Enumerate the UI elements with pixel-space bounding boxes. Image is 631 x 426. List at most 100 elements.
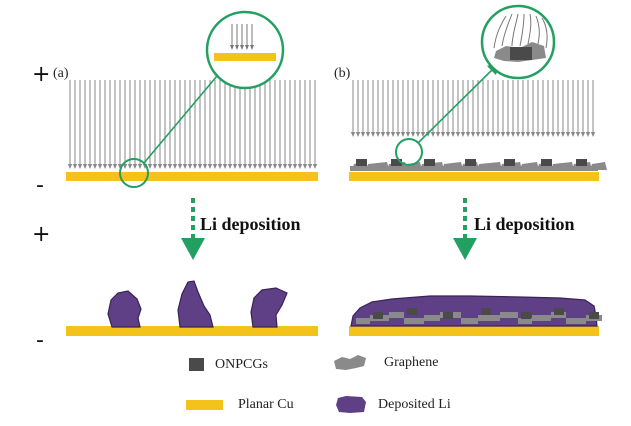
field-line-head — [545, 132, 551, 137]
field-line-head — [430, 132, 436, 137]
field-line-head — [132, 164, 138, 169]
panel-b-zoom-circle — [480, 4, 556, 80]
field-line-head — [515, 132, 521, 137]
field-line-head — [565, 132, 571, 137]
panel-a-zoom-field-lines — [230, 24, 254, 50]
field-line-head — [292, 164, 298, 169]
field-line-head — [400, 132, 406, 137]
graphene-flake — [532, 315, 551, 321]
field-line-head — [590, 132, 596, 137]
field-line-head — [410, 132, 416, 137]
field-line-head — [435, 132, 441, 137]
field-line-head — [217, 164, 223, 169]
panel-a-zoom-line — [143, 65, 227, 164]
field-line-head — [287, 164, 293, 169]
field-line-head — [440, 132, 446, 137]
graphene-flake — [500, 312, 518, 318]
field-line-head — [167, 164, 173, 169]
zoom-field-curve — [535, 15, 540, 45]
onpcg-block — [407, 308, 417, 315]
field-line-head — [455, 132, 461, 137]
graphene-flake — [389, 312, 404, 318]
field-line-head — [540, 132, 546, 137]
panel-b-onpcg-coating — [350, 159, 607, 171]
negative-sign-bottom: - — [36, 328, 44, 353]
onpcg-block — [373, 312, 383, 319]
graphene-flake — [461, 318, 478, 324]
legend-swatch-graphene — [334, 355, 366, 370]
field-line-head — [197, 164, 203, 169]
field-line-head — [555, 132, 561, 137]
field-line-head — [470, 132, 476, 137]
field-line-head — [445, 132, 451, 137]
field-line-head — [355, 132, 361, 137]
field-line-head — [395, 132, 401, 137]
panel-a-copper-top — [66, 172, 318, 181]
field-line-head — [585, 132, 591, 137]
graphene-flake — [356, 318, 370, 324]
field-line-head — [297, 164, 303, 169]
field-line-head — [127, 164, 133, 169]
onpcg-block — [521, 312, 531, 319]
panel-a-label: (a) — [53, 66, 69, 81]
field-line-head — [365, 132, 371, 137]
field-line-head — [242, 164, 248, 169]
field-line-head — [277, 164, 283, 169]
field-line-head — [505, 132, 511, 137]
onpcg-block — [356, 159, 367, 167]
zoom-field-line-head — [230, 45, 234, 50]
field-line-head — [202, 164, 208, 169]
field-line-head — [460, 132, 466, 137]
field-line-head — [112, 164, 118, 169]
onpcg-block — [391, 159, 402, 167]
positive-sign-top: + — [32, 62, 51, 87]
field-line-head — [390, 132, 396, 137]
field-line-head — [307, 164, 313, 169]
field-line-head — [147, 164, 153, 169]
field-line-head — [92, 164, 98, 169]
field-line-head — [247, 164, 253, 169]
negative-sign-top: - — [36, 173, 44, 198]
field-line-head — [187, 164, 193, 169]
field-line-head — [570, 132, 576, 137]
field-line-head — [580, 132, 586, 137]
field-line-head — [192, 164, 198, 169]
field-line-head — [162, 164, 168, 169]
zoom-field-curve — [541, 17, 548, 49]
field-line-head — [405, 132, 411, 137]
field-line-head — [370, 132, 376, 137]
graphene-flake — [424, 315, 440, 321]
field-line-head — [510, 132, 516, 137]
field-line-head — [525, 132, 531, 137]
panel-a-zoom-copper — [214, 53, 276, 61]
zoom-field-curve — [519, 13, 525, 47]
panel-b-label: (b) — [334, 66, 351, 81]
panel-a-dendrite-1 — [107, 290, 142, 328]
field-line-head — [385, 132, 391, 137]
field-line-head — [237, 164, 243, 169]
field-line-head — [232, 164, 238, 169]
legend-label-onpcgs: ONPCGs — [215, 357, 268, 372]
panel-a-dendrite-2 — [177, 280, 214, 328]
field-line-head — [102, 164, 108, 169]
panel-b-field-lines — [350, 80, 596, 137]
field-line-head — [157, 164, 163, 169]
field-line-head — [272, 164, 278, 169]
field-line-head — [500, 132, 506, 137]
panel-a-step-label: Li deposition — [200, 214, 301, 234]
legend-swatch-planar-cu — [186, 400, 223, 410]
graphene-base — [350, 166, 598, 171]
field-line-head — [122, 164, 128, 169]
panel-b-step-label: Li deposition — [474, 214, 575, 234]
panel-b-zoom-line — [417, 61, 501, 144]
field-line-head — [177, 164, 183, 169]
field-line-head — [107, 164, 113, 169]
onpcg-block — [576, 159, 587, 167]
panel-b-zoom-field-lines — [493, 13, 548, 49]
field-line-head — [520, 132, 526, 137]
field-line-head — [267, 164, 273, 169]
field-line-head — [212, 164, 218, 169]
field-line-head — [302, 164, 308, 169]
panel-a-zoom-circle — [205, 10, 285, 90]
